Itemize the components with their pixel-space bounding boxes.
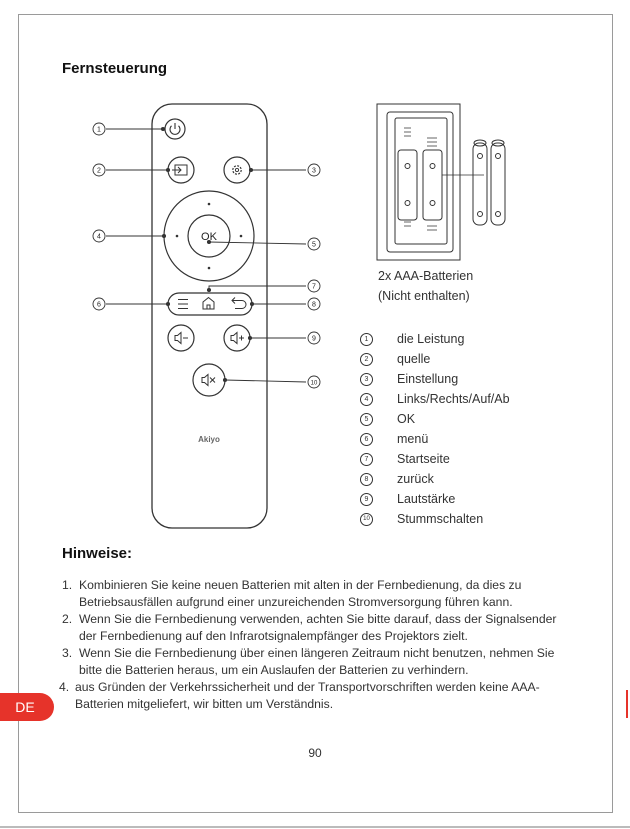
legend-number: 9	[360, 492, 373, 506]
remote-body	[151, 103, 268, 529]
callout-8: 8	[312, 302, 316, 309]
legend-item: 4 Links/Rechts/Auf/Ab	[360, 389, 510, 409]
legend-label: Einstellung	[397, 372, 459, 386]
legend-number: 7	[360, 452, 373, 466]
legend-number: 8	[360, 472, 373, 486]
legend-number: 2	[360, 352, 373, 366]
remote-brand-label: Akiyo	[198, 435, 220, 444]
note-item: 3. Wenn Sie die Fernbedienung über einen …	[62, 645, 572, 679]
legend-item: 3 Einstellung	[360, 369, 510, 389]
note-number: 1.	[62, 578, 73, 592]
legend-number: 10	[360, 512, 373, 526]
source-button	[167, 156, 195, 184]
legend-label: die Leistung	[397, 332, 465, 346]
note-item: 2. Wenn Sie die Fernbedienung verwenden, …	[62, 611, 572, 645]
legend-number: 4	[360, 392, 373, 406]
legend-label: Stummschalten	[397, 512, 484, 526]
legend-label: Links/Rechts/Auf/Ab	[397, 392, 510, 406]
volume-up-button	[223, 324, 251, 352]
note-text: aus Gründen der Verkehrssicherheit und d…	[75, 680, 540, 711]
legend-item: 10 Stummschalten	[360, 509, 510, 529]
menu-icon	[178, 299, 188, 309]
legend-item: 9 Lautstärke	[360, 489, 510, 509]
note-text: Wenn Sie die Fernbedienung verwenden, ac…	[79, 612, 557, 643]
page-title: Fernsteuerung	[62, 60, 168, 77]
bottom-rule	[0, 826, 630, 828]
callout-9: 9	[312, 336, 316, 343]
legend-label: menü	[397, 432, 429, 446]
nav-pill	[167, 292, 253, 316]
note-item: 1. Kombinieren Sie keine neuen Batterien …	[62, 577, 572, 611]
callout-lines	[106, 126, 307, 383]
note-item: 4. aus Gründen der Verkehrssicherheit und…	[59, 679, 572, 713]
language-tab: DE	[0, 693, 54, 721]
callout-4: 4	[97, 234, 101, 241]
battery-illustration	[376, 103, 506, 261]
note-text: Kombinieren Sie keine neuen Batterien mi…	[79, 578, 522, 609]
ok-button-label: OK	[201, 231, 218, 243]
back-icon	[231, 297, 247, 309]
legend-item: 2 quelle	[360, 349, 510, 369]
volume-down-button	[167, 324, 195, 352]
legend-number: 6	[360, 432, 373, 446]
callout-3: 3	[312, 168, 316, 175]
battery-caption: 2x AAA-Batterien (Nicht enthalten)	[378, 266, 473, 306]
legend-label: OK	[397, 412, 416, 426]
power-button	[164, 118, 186, 140]
note-text: Wenn Sie die Fernbedienung über einen lä…	[79, 646, 555, 677]
legend-number: 3	[360, 372, 373, 386]
legend-label: quelle	[397, 352, 431, 366]
battery-caption-line1: 2x AAA-Batterien	[378, 269, 474, 283]
note-number: 2.	[62, 612, 73, 626]
button-legend: 1 die Leistung 2 quelle 3 Einstellung 4 Link…	[360, 329, 510, 529]
page-number: 90	[308, 746, 322, 760]
edge-marker	[626, 690, 628, 718]
legend-number: 5	[360, 412, 373, 426]
settings-button	[223, 156, 251, 184]
note-number: 4.	[59, 680, 70, 694]
legend-item: 7 Startseite	[360, 449, 510, 469]
callout-6: 6	[97, 302, 101, 309]
legend-label: Lautstärke	[397, 492, 456, 506]
note-number: 3.	[62, 646, 73, 660]
page-frame	[18, 14, 613, 813]
callout-2: 2	[97, 168, 101, 175]
battery-caption-line2: (Nicht enthalten)	[378, 289, 470, 303]
legend-number: 1	[360, 332, 373, 346]
home-icon	[202, 296, 215, 310]
callout-7: 7	[312, 284, 316, 291]
callout-5: 5	[312, 242, 316, 249]
callout-markers	[92, 122, 321, 389]
callout-1: 1	[97, 127, 101, 134]
notes-list: 1. Kombinieren Sie keine neuen Batterien …	[59, 577, 572, 713]
legend-label: Startseite	[397, 452, 450, 466]
callout-10: 10	[311, 381, 318, 387]
mute-button	[192, 363, 226, 397]
legend-label: zurück	[397, 472, 434, 486]
legend-item: 1 die Leistung	[360, 329, 510, 349]
legend-item: 5 OK	[360, 409, 510, 429]
legend-item: 6 menü	[360, 429, 510, 449]
legend-item: 8 zurück	[360, 469, 510, 489]
notes-heading: Hinweise:	[62, 545, 133, 562]
